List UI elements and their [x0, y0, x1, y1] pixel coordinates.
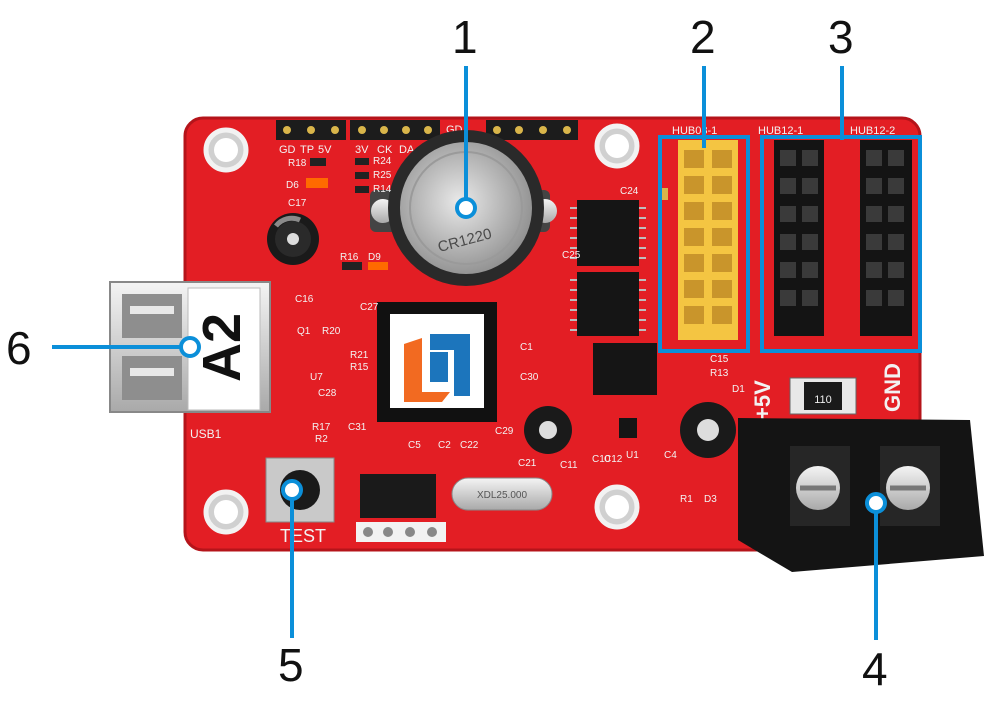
silk-ref-c31: C31: [348, 422, 367, 433]
svg-text:3V: 3V: [355, 144, 369, 156]
bottom-pin-header: [356, 522, 446, 542]
silk-ref-d3: D3: [704, 494, 717, 505]
hub08-connector: [678, 140, 738, 340]
silk-ref-c16: C16: [295, 294, 314, 305]
silk-ref-c27: C27: [360, 302, 379, 313]
gnd-silk: GND: [880, 363, 905, 412]
ic-chips: [577, 188, 668, 438]
silk-ref-c4: C4: [664, 450, 677, 461]
smd-components-top-left: [306, 158, 388, 270]
crystal-oscillator: XDL25.000: [451, 477, 553, 511]
silk-ref-r2: R2: [315, 434, 328, 445]
silk-ref-d1: D1: [732, 384, 745, 395]
silk-ref-c11: C11: [560, 460, 578, 471]
svg-text:HUB12-2: HUB12-2: [850, 125, 895, 137]
usb-label-sticker: A2: [192, 313, 252, 382]
silk-ref-r20: R20: [322, 326, 341, 337]
svg-text:CK: CK: [377, 144, 393, 156]
svg-text:HUB12-1: HUB12-1: [758, 125, 803, 137]
silk-ref-c30: C30: [520, 372, 539, 383]
silk-ref-c24: C24: [620, 186, 639, 197]
power-terminal-block: [738, 418, 984, 572]
silk-ref-d9: D9: [368, 252, 381, 263]
callout-lines: [52, 66, 878, 640]
silk-ref-r17: R17: [312, 422, 331, 433]
silk-ref-r18: R18: [288, 158, 307, 169]
test-silk: TEST: [280, 526, 326, 546]
silk-ref-c2: C2: [438, 440, 451, 451]
fuse: 110: [789, 377, 857, 415]
main-microcontroller: [377, 302, 497, 422]
silk-ref-d6: D6: [286, 180, 299, 191]
usb-silk: USB1: [190, 427, 222, 441]
callout-number-5: 5: [278, 639, 304, 691]
silk-ref-c12: C12: [604, 454, 623, 465]
electrolytic-capacitor-c4: [680, 402, 736, 458]
silk-ref-q1: Q1: [297, 326, 311, 337]
silk-ref-r24: R24: [373, 156, 392, 167]
silk-ref-r14: R14: [373, 184, 392, 195]
mounting-holes: [203, 123, 640, 535]
callout-endpoints: [179, 197, 887, 514]
svg-text:110: 110: [814, 394, 832, 406]
silk-ref-r16: R16: [340, 252, 359, 263]
silk-ref-c25: C25: [562, 250, 581, 261]
electrolytic-capacitor-c17: [267, 213, 319, 265]
silk-ref-r15: R15: [350, 362, 369, 373]
plus5v-silk: +5V: [750, 380, 775, 420]
callout-number-2: 2: [690, 11, 716, 63]
silk-ref-c28: C28: [318, 388, 337, 399]
hub12-connectors: [774, 140, 912, 336]
callout-number-6: 6: [6, 322, 32, 374]
callout-number-1: 1: [452, 11, 478, 63]
svg-text:GD: GD: [279, 144, 296, 156]
top-pin-header: [276, 120, 578, 140]
silk-ref-r13: R13: [710, 368, 729, 379]
silk-ref-r1: R1: [680, 494, 693, 505]
ic-pins: [570, 207, 646, 331]
silk-ref-c17: C17: [288, 198, 307, 209]
callout-number-4: 4: [862, 643, 888, 695]
silk-ref-c1: C1: [520, 342, 533, 353]
silk-ref-u1: U1: [626, 450, 639, 461]
svg-text:XDL25.000: XDL25.000: [477, 490, 527, 501]
silk-ref-c5: C5: [408, 440, 421, 451]
silk-ref-r25: R25: [373, 170, 392, 181]
silk-ref-c21: C21: [518, 458, 537, 469]
svg-text:TP: TP: [300, 144, 314, 156]
silk-ref-r21: R21: [350, 350, 369, 361]
silk-ref-c29: C29: [495, 426, 514, 437]
svg-text:5V: 5V: [318, 144, 332, 156]
voltage-regulator: [360, 474, 436, 518]
silk-ref-c10: C10: [592, 454, 611, 465]
electrolytic-capacitor-c11: [524, 406, 572, 454]
silk-ref-c15: C15: [710, 354, 729, 365]
silk-ref-u7: U7: [310, 372, 323, 383]
silk-ref-c22: C22: [460, 440, 479, 451]
callout-number-3: 3: [828, 11, 854, 63]
